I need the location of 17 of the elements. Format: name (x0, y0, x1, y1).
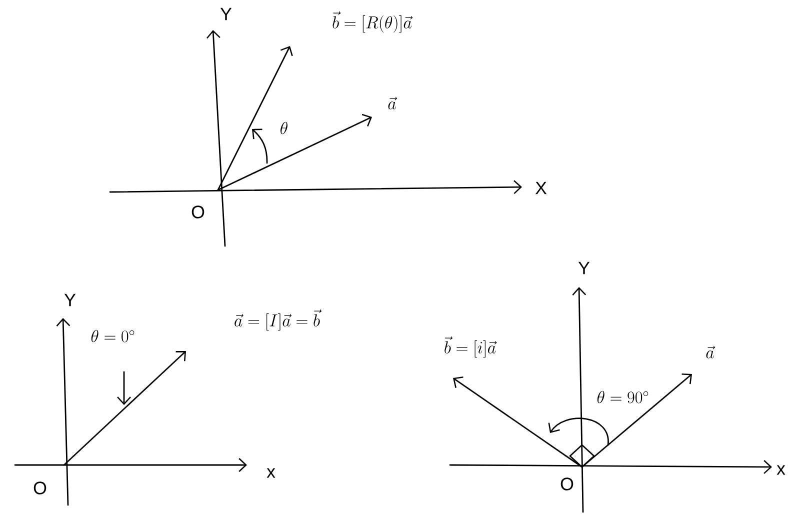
axis-label: Y (64, 294, 76, 306)
origin-label: O (192, 206, 204, 218)
vector-label: $\vec{a}$ (388, 96, 398, 110)
equation: $\vec{b} = [i]\vec{a}$ (444, 336, 497, 358)
angle-label: $\theta = 0^{\circ}$ (91, 330, 134, 342)
vector-label: $\vec{a}$ (706, 346, 716, 358)
angle-label: $\theta$ (280, 122, 288, 134)
angle-label: $\theta = 90^{\circ}$ (597, 390, 648, 404)
origin-label: O (560, 478, 574, 490)
origin-label: O (34, 482, 46, 494)
axis-label: x (266, 468, 276, 478)
axis-label: Y (220, 8, 232, 20)
axis-label: X (535, 182, 547, 194)
equation: $\vec{a} = [I]\vec{a} = \vec{b}$ (234, 309, 322, 331)
equation: $\vec{b} = [R(\theta)]\vec{a}$ (332, 11, 413, 33)
axis-label: x (776, 465, 786, 475)
axis-label: Y (578, 262, 590, 274)
